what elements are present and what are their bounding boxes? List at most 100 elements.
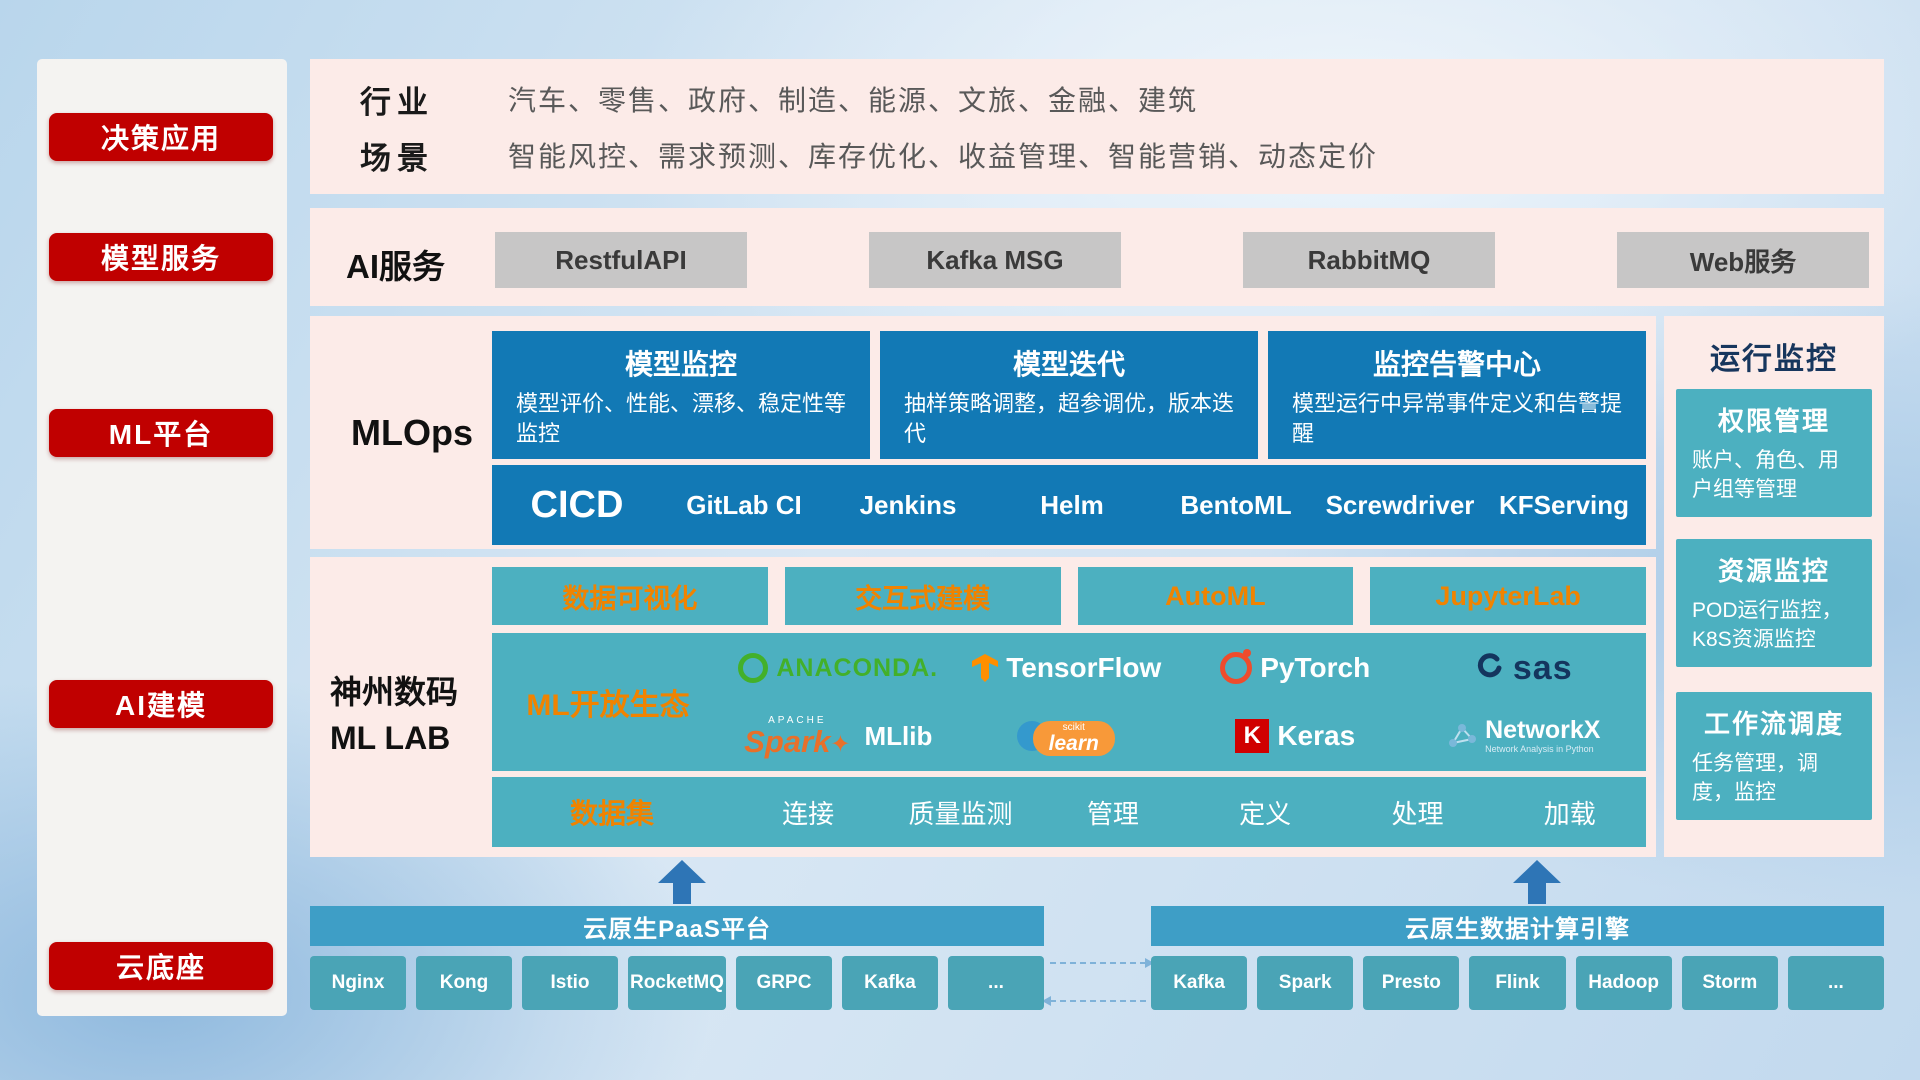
anaconda-text: ANACONDA. xyxy=(776,653,939,682)
card-desc: 模型运行中异常事件定义和告警提醒 xyxy=(1292,391,1623,446)
dataset-item-load: 加载 xyxy=(1543,798,1596,829)
card-title: 监控告警中心 xyxy=(1372,349,1541,380)
dataset-bar: 数据集 连接 质量监测 管理 定义 处理 加载 xyxy=(492,777,1646,847)
paas-chip-row: Nginx Kong Istio RocketMQ GRPC Kafka ... xyxy=(310,956,1044,1010)
chip-istio: Istio xyxy=(522,956,618,1010)
card-desc: 模型评价、性能、漂移、稳定性等监控 xyxy=(516,391,847,446)
ecosystem-logos: ANACONDA. TensorFlow PyTorch sas xyxy=(724,637,1646,767)
spark-star-icon: ✦ xyxy=(830,730,851,758)
apache-text: APACHE xyxy=(768,714,827,726)
ecosystem-logo-row-1: ANACONDA. TensorFlow PyTorch sas xyxy=(724,637,1638,699)
scikit-learn-text: learn xyxy=(1048,731,1099,755)
card-desc: POD运行监控，K8S资源监控 xyxy=(1692,599,1843,652)
dataset-item-connect: 连接 xyxy=(782,798,835,829)
chip-flink: Flink xyxy=(1469,956,1566,1010)
dashed-arrow-left-icon xyxy=(1042,996,1146,1006)
card-model-monitoring: 模型监控 模型评价、性能、漂移、稳定性等监控 xyxy=(492,331,870,459)
spark-wordmark: APACHE Spark✦ xyxy=(744,714,851,758)
scikit-learn-mark: scikit learn xyxy=(1016,717,1115,756)
up-arrow-icon xyxy=(1513,860,1561,904)
spark-mllib-logo: APACHE Spark✦ MLlib xyxy=(724,714,953,758)
sas-swirl-icon xyxy=(1477,653,1502,678)
tensorflow-icon xyxy=(972,654,999,682)
cicd-item-bentoml: BentoML xyxy=(1180,489,1292,520)
card-title: 工作流调度 xyxy=(1703,709,1844,739)
dataset-item-quality: 质量监测 xyxy=(908,798,1013,829)
cicd-label: CICD xyxy=(530,483,624,526)
cicd-item-kfserving: KFServing xyxy=(1498,489,1630,520)
industry-label: 行业 xyxy=(360,84,434,120)
chip-kafka-msg: Kafka MSG xyxy=(869,232,1121,288)
dataset-item-manage: 管理 xyxy=(1086,798,1139,829)
mllab-tools-row: 数据可视化 交互式建模 AutoML JupyterLab xyxy=(492,567,1646,625)
ai-service-panel: AI服务 RestfulAPI Kafka MSG RabbitMQ Web服务 xyxy=(310,208,1884,306)
chip-nginx: Nginx xyxy=(310,956,406,1010)
ml-ecosystem-label: ML开放生态 xyxy=(526,689,690,722)
runtime-monitoring-panel: 运行监控 权限管理 账户、角色、用户组等管理 资源监控 POD运行监控，K8S资… xyxy=(1664,316,1884,857)
dataset-item-process: 处理 xyxy=(1391,798,1444,829)
tensorflow-logo: TensorFlow xyxy=(953,652,1182,684)
rail-item-cloud-base: 云底座 xyxy=(49,942,273,990)
networkx-text: NetworkX xyxy=(1485,716,1601,745)
card-permission-management: 权限管理 账户、角色、用户组等管理 xyxy=(1676,389,1872,517)
cicd-item-helm: Helm xyxy=(1040,489,1104,520)
keras-text: Keras xyxy=(1277,720,1356,751)
chip-kafka2: Kafka xyxy=(1151,956,1248,1010)
chip-kong: Kong xyxy=(416,956,512,1010)
scikit-sub-text: scikit xyxy=(1062,721,1085,733)
chip-storm: Storm xyxy=(1681,956,1778,1010)
rail-item-ai-modeling: AI建模 xyxy=(49,680,273,728)
sas-logo: sas xyxy=(1410,649,1639,688)
chip-rocketmq: RocketMQ xyxy=(628,956,726,1010)
chip-automl: AutoML xyxy=(1077,567,1354,625)
pytorch-flame-icon xyxy=(1220,649,1253,684)
rail-item-decision-apps: 决策应用 xyxy=(49,113,273,161)
keras-k-icon: K xyxy=(1235,719,1270,753)
chip-data-visualization: 数据可视化 xyxy=(492,567,768,625)
chip-jupyterlab: JupyterLab xyxy=(1370,567,1646,625)
chip-spark: Spark xyxy=(1257,956,1354,1010)
networkx-textcol: NetworkX Network Analysis in Python xyxy=(1485,717,1600,754)
engine-chip-row: Kafka Spark Presto Flink Hadoop Storm ..… xyxy=(1151,956,1884,1010)
chip-restfulapi: RestfulAPI xyxy=(495,232,747,288)
networkx-logo: NetworkX Network Analysis in Python xyxy=(1410,717,1639,754)
chip-presto: Presto xyxy=(1363,956,1460,1010)
card-desc: 抽样策略调整，超参调优，版本迭代 xyxy=(904,391,1235,446)
industry-values: 汽车、零售、政府、制造、能源、文旅、金融、建筑 xyxy=(508,85,1199,116)
dataset-label: 数据集 xyxy=(569,798,654,829)
anaconda-ring-icon xyxy=(738,653,769,683)
anaconda-logo: ANACONDA. xyxy=(724,653,953,683)
chip-grpc: GRPC xyxy=(735,956,832,1010)
networkx-sub-text: Network Analysis in Python xyxy=(1485,743,1594,754)
card-desc: 账户、角色、用户组等管理 xyxy=(1692,449,1839,502)
card-resource-monitoring: 资源监控 POD运行监控，K8S资源监控 xyxy=(1676,539,1872,667)
pytorch-text: PyTorch xyxy=(1260,652,1371,683)
cicd-item-gitlab: GitLab CI xyxy=(686,489,802,520)
mllab-label: 神州数码 ML LAB xyxy=(330,669,458,762)
cicd-item-jenkins: Jenkins xyxy=(859,489,957,520)
mllib-text: MLlib xyxy=(864,720,933,751)
up-arrow-icon xyxy=(658,860,706,904)
dataset-item-define: 定义 xyxy=(1239,798,1292,829)
card-title: 模型迭代 xyxy=(1012,349,1125,380)
pytorch-logo: PyTorch xyxy=(1181,649,1410,684)
chip-web-service: Web服务 xyxy=(1617,232,1869,288)
rail-item-model-service: 模型服务 xyxy=(49,233,273,281)
data-engine-title: 云原生数据计算引擎 xyxy=(1405,915,1630,943)
ecosystem-logo-row-2: APACHE Spark✦ MLlib scikit learn xyxy=(724,705,1638,767)
runtime-monitoring-title: 运行监控 xyxy=(1710,343,1838,376)
cicd-bar: CICD GitLab CI Jenkins Helm BentoML Scre… xyxy=(492,465,1646,545)
card-alert-center: 监控告警中心 模型运行中异常事件定义和告警提醒 xyxy=(1268,331,1646,459)
mllab-panel: 神州数码 ML LAB 数据可视化 交互式建模 AutoML JupyterLa… xyxy=(310,557,1656,857)
card-title: 权限管理 xyxy=(1717,406,1830,436)
paas-title: 云原生PaaS平台 xyxy=(583,915,771,943)
chip-hadoop: Hadoop xyxy=(1575,956,1672,1010)
cicd-item-screwdriver: Screwdriver xyxy=(1325,489,1475,520)
scene-label: 场景 xyxy=(360,140,434,176)
mlops-panel: MLOps 模型监控 模型评价、性能、漂移、稳定性等监控 模型迭代 抽样策略调整… xyxy=(310,316,1656,549)
dashed-arrow-right-icon xyxy=(1050,958,1154,968)
card-model-iteration: 模型迭代 抽样策略调整，超参调优，版本迭代 xyxy=(880,331,1258,459)
mllab-label-line2: ML LAB xyxy=(330,720,451,757)
tensorflow-text: TensorFlow xyxy=(1006,652,1162,683)
mlops-label: MLOps xyxy=(351,412,473,453)
